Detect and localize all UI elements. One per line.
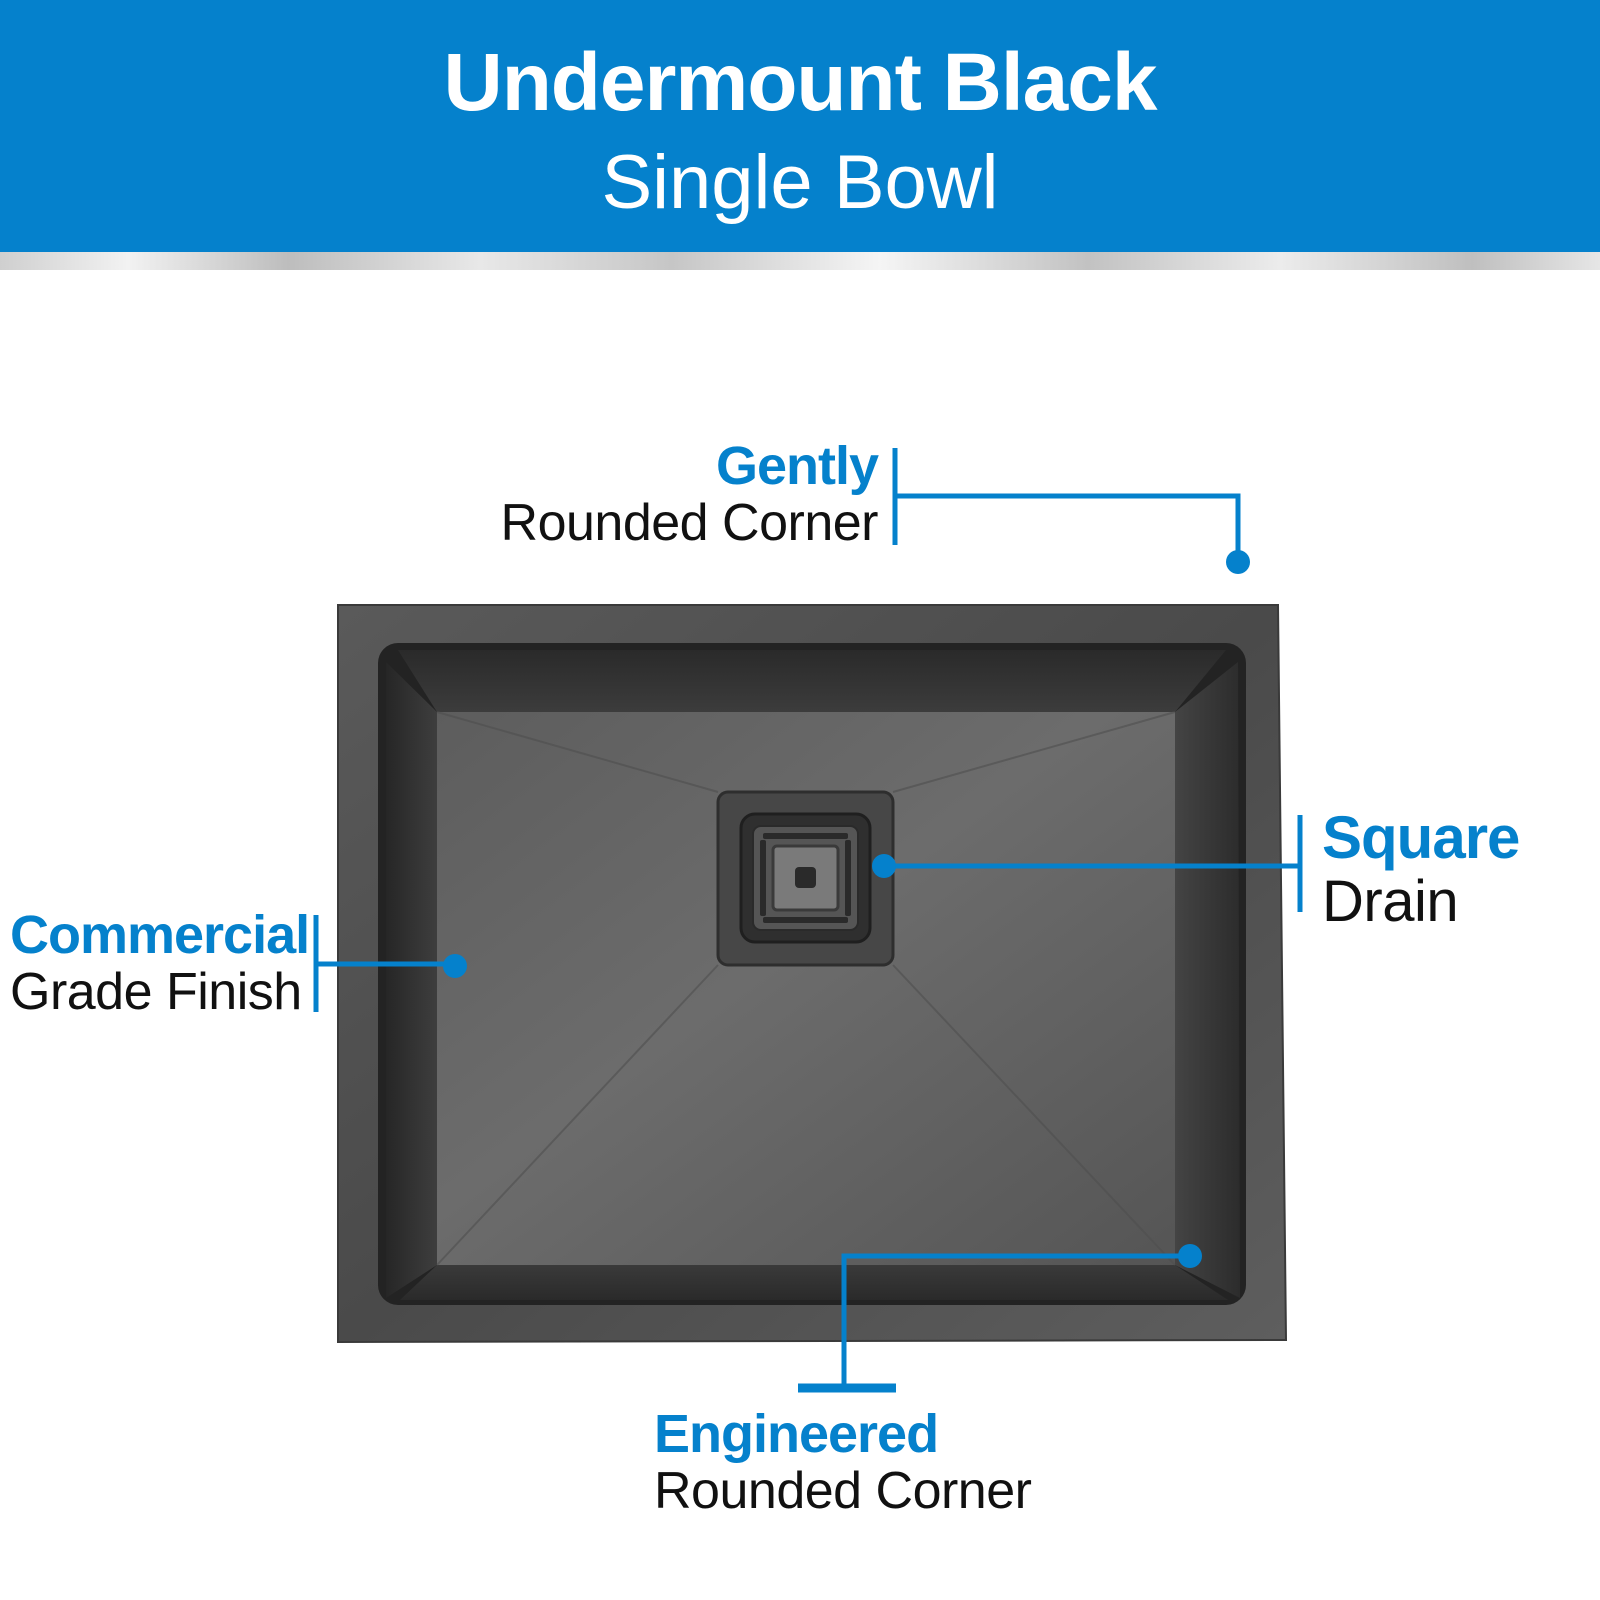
drain-center bbox=[795, 867, 816, 888]
callout-top: Gently Rounded Corner bbox=[500, 436, 879, 553]
page-subtitle: Single Bowl bbox=[601, 140, 999, 225]
callout-right: Square Drain bbox=[1322, 804, 1520, 934]
callout-bottom: Engineered Rounded Corner bbox=[654, 1404, 1032, 1521]
page-title: Undermount Black bbox=[443, 37, 1158, 128]
callout-top-strong: Gently bbox=[715, 436, 879, 496]
sink-wall-right bbox=[1175, 662, 1240, 1298]
steel-strip bbox=[0, 252, 1600, 270]
callout-right-strong: Square bbox=[1322, 804, 1520, 871]
drain-slots bbox=[760, 833, 851, 923]
sink-slope-lines bbox=[436, 711, 1176, 1266]
callout-left-strong: Commercial bbox=[10, 905, 310, 965]
callout-connectors bbox=[313, 448, 1303, 1393]
callout-bottom-light: Rounded Corner bbox=[654, 1462, 1032, 1521]
callout-left: Commercial Grade Finish bbox=[10, 905, 310, 1022]
callout-dots bbox=[443, 550, 1250, 1268]
callout-right-light: Drain bbox=[1322, 868, 1459, 934]
sink-wall-bottom bbox=[400, 1265, 1228, 1300]
callout-top-light: Rounded Corner bbox=[500, 494, 879, 553]
sink-wall-left bbox=[386, 662, 437, 1298]
callout-bottom-strong: Engineered bbox=[654, 1404, 939, 1464]
sink-wall-top bbox=[398, 650, 1226, 712]
header-banner: Undermount Black Single Bowl bbox=[0, 0, 1600, 252]
callout-left-light: Grade Finish bbox=[10, 963, 302, 1022]
